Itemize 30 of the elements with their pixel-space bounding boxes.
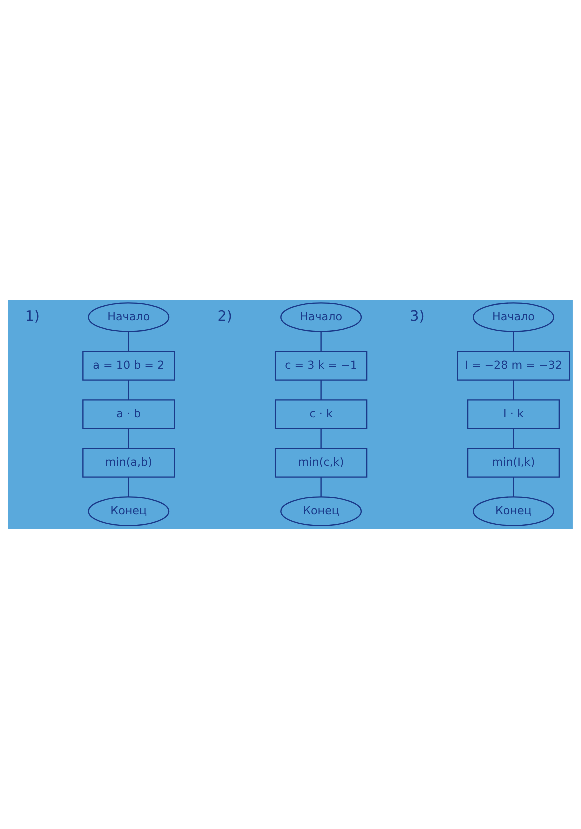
node-box: min(I,k) (467, 448, 560, 478)
node-box: c · k (275, 400, 368, 430)
label: 2) (218, 308, 232, 325)
node-box: I · k (467, 400, 560, 430)
connector (513, 380, 514, 400)
node-ellipse: Конец (472, 496, 554, 526)
node-box: I = −28 m = −32 (457, 351, 570, 381)
label: 1) (25, 308, 40, 325)
node-ellipse: Начало (472, 302, 554, 332)
connector (513, 428, 514, 448)
node-box: a · b (82, 400, 176, 430)
connector (320, 380, 322, 400)
connector (320, 477, 322, 497)
label: 3) (410, 308, 425, 325)
connector (128, 380, 130, 400)
node-ellipse: Начало (88, 302, 170, 332)
connector (128, 428, 130, 448)
connector (320, 428, 322, 448)
connector (128, 332, 130, 352)
node-box: a = 10 b = 2 (82, 351, 176, 381)
node-ellipse: Начало (280, 302, 362, 332)
connector (513, 332, 514, 352)
node-box: c = 3 k = −1 (275, 351, 368, 381)
connector (128, 477, 130, 497)
node-ellipse: Конец (88, 496, 170, 526)
node-box: min(a,b) (82, 448, 176, 478)
connector (513, 477, 514, 497)
node-box: min(c,k) (275, 448, 368, 478)
connector (320, 332, 322, 352)
node-ellipse: Конец (280, 496, 362, 526)
